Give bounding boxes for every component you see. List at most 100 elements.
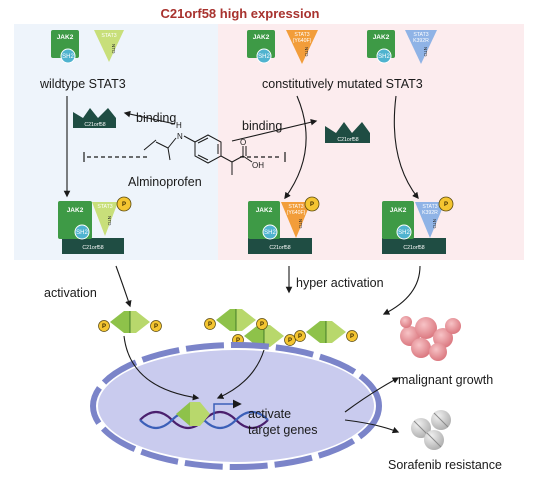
tumor-cluster-icon [400,316,461,361]
phospho-marker [256,318,268,330]
left-inhibition-line [83,152,150,162]
svg-text:JAK2: JAK2 [67,207,84,214]
svg-text:K392R: K392R [413,38,429,44]
svg-text:STAT3: STAT3 [288,204,303,210]
tablets-icon [411,410,451,450]
phospho-label: P [350,334,354,340]
figure-title: C21orf58 high expression [161,6,320,21]
svg-text:SH2: SH2 [378,54,390,60]
alminoprofen-oh: OH [252,161,264,170]
c21orf58-free-left: C21orf58 [73,108,116,128]
svg-text:C21orf58: C21orf58 [82,245,103,251]
svg-text:(Y640F): (Y640F) [293,38,312,44]
drug-binding-arrow-right [231,119,318,142]
growth-arrow [344,377,400,413]
phospho-label: P [102,324,106,330]
alminoprofen-n: N [177,132,183,141]
phospho-marker [150,320,162,332]
alminoprofen-h: H [176,121,182,130]
svg-text:K392R: K392R [422,210,438,216]
phospho-label: P [154,324,158,330]
svg-text:JAK2: JAK2 [256,207,273,214]
svg-text:STAT3: STAT3 [294,32,309,38]
svg-text:NTD: NTD [107,216,112,226]
wildtype-jak2-stat3: JAK2 SH2 STAT3 NTD [51,30,124,64]
activate-label-line1: activate [248,407,291,421]
mutant-y640f-receptor: JAK2 SH2 STAT3 (Y640F) NTD [247,30,318,64]
phospho-label: P [260,322,264,328]
alminoprofen-structure [143,134,253,175]
phospho-marker [346,330,358,342]
svg-text:NTD: NTD [111,44,116,54]
svg-text:C21orf58: C21orf58 [269,245,290,251]
svg-text:SH2: SH2 [62,54,74,60]
svg-text:NTD: NTD [304,47,309,57]
svg-text:STAT3: STAT3 [422,204,437,210]
mutant-k392r-complex: C21orf58 JAK2 SH2 STAT3 K392R NTD P [382,196,454,254]
svg-text:JAK2: JAK2 [57,34,74,41]
phospho-label: P [288,338,292,344]
svg-text:JAK2: JAK2 [373,34,390,41]
phospho-marker [204,318,216,330]
svg-text:NTD: NTD [423,47,428,57]
malignant-growth-label: malignant growth [398,373,493,387]
activation-label: activation [44,286,97,300]
svg-text:JAK2: JAK2 [390,207,407,214]
svg-text:SH2: SH2 [76,230,88,236]
wildtype-complex: C21orf58 JAK2 SH2 STAT3 NTD P [58,196,132,254]
svg-text:SH2: SH2 [258,54,270,60]
mutant-k392r-receptor: JAK2 SH2 STAT3 K392R NTD [367,30,437,64]
wildtype-panel-background [14,24,218,260]
svg-text:P: P [444,202,448,208]
phospho-label: P [298,334,302,340]
nuclear-entry-arrow-right [216,349,265,399]
phospho-marker [284,334,296,346]
right-binding-label: binding [242,119,282,133]
mutant-y640f-complex: C21orf58 JAK2 SH2 STAT3 (Y640F) NTD P [248,196,320,254]
left-binding-label: binding [136,111,176,125]
svg-text:STAT3: STAT3 [101,33,116,39]
alminoprofen-o: O [240,138,246,147]
svg-text:C21orf58: C21orf58 [403,245,424,251]
alminoprofen-name: Alminoprofen [128,175,202,189]
svg-text:P: P [310,202,314,208]
svg-text:NTD: NTD [298,219,303,229]
activation-arrow [115,265,132,308]
phospho-marker [294,330,306,342]
svg-text:(Y640F): (Y640F) [287,210,306,216]
svg-text:SH2: SH2 [264,230,276,236]
mutant-a-down-arrow [284,95,307,200]
hyper-activation-label: hyper activation [296,276,384,290]
svg-text:NTD: NTD [432,219,437,229]
mutant-b-down-arrow [393,95,419,200]
nuclear-stat3-dimer [176,402,210,426]
transcription-start-arrow [213,399,242,420]
nuclear-entry-arrow-left [123,335,200,401]
nucleus [90,342,382,470]
drug-binding-arrow-left [123,110,176,125]
svg-text:C21orf58: C21orf58 [337,137,358,143]
resistance-arrow [344,419,400,434]
c21orf58-free-right: C21orf58 [325,122,370,143]
svg-text:STAT3: STAT3 [97,204,112,210]
mutant-heading: constitutively mutated STAT3 [262,77,423,91]
wildtype-heading: wildtype STAT3 [39,77,126,91]
svg-text:P: P [122,202,126,208]
sorafenib-resistance-label: Sorafenib resistance [388,458,502,472]
svg-text:STAT3: STAT3 [413,32,428,38]
phospho-label: P [208,322,212,328]
right-inhibition-line [240,152,286,162]
svg-text:C21orf58: C21orf58 [84,122,105,128]
phospho-marker [98,320,110,332]
svg-text:JAK2: JAK2 [253,34,270,41]
hyper-activation-arrow-right [382,265,421,315]
activate-label-line2: target genes [248,423,318,437]
svg-text:SH2: SH2 [398,230,410,236]
phospho-label: P [236,338,240,344]
